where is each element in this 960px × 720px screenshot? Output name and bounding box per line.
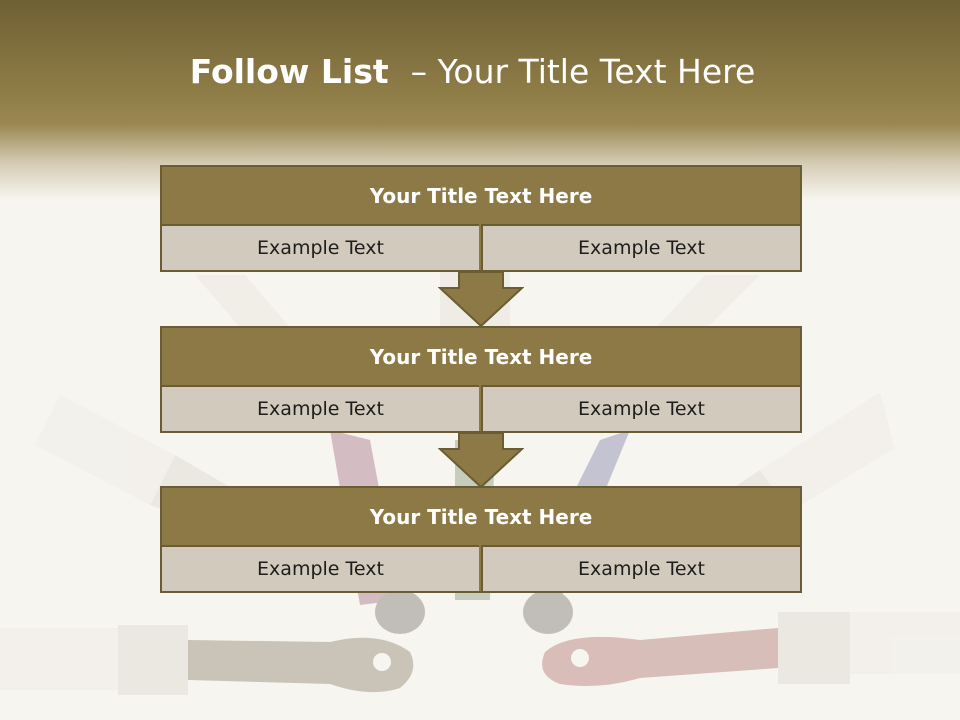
- list-block-title: Your Title Text Here: [369, 344, 593, 369]
- slide-title: Follow List – Your Title Text Here: [0, 52, 945, 91]
- list-block-cell-right: Example Text: [481, 224, 800, 270]
- list-block-cell-left: Example Text: [162, 545, 479, 591]
- list-block-2: Your Title Text Here Example Text Exampl…: [160, 326, 802, 433]
- list-block-title: Your Title Text Here: [369, 504, 593, 529]
- down-arrow-icon: [438, 271, 524, 328]
- slide-title-bold: Follow List: [189, 52, 401, 91]
- list-block-cell-right: Example Text: [481, 545, 800, 591]
- list-block-1: Your Title Text Here Example Text Exampl…: [160, 165, 802, 272]
- list-block-title: Your Title Text Here: [369, 183, 593, 208]
- list-block-cell-left: Example Text: [162, 385, 479, 431]
- slide-title-rest: – Your Title Text Here: [400, 52, 756, 91]
- down-arrow-icon: [438, 432, 524, 489]
- list-block-cell-right: Example Text: [481, 385, 800, 431]
- list-block-cell-left: Example Text: [162, 224, 479, 270]
- list-block-3: Your Title Text Here Example Text Exampl…: [160, 486, 802, 593]
